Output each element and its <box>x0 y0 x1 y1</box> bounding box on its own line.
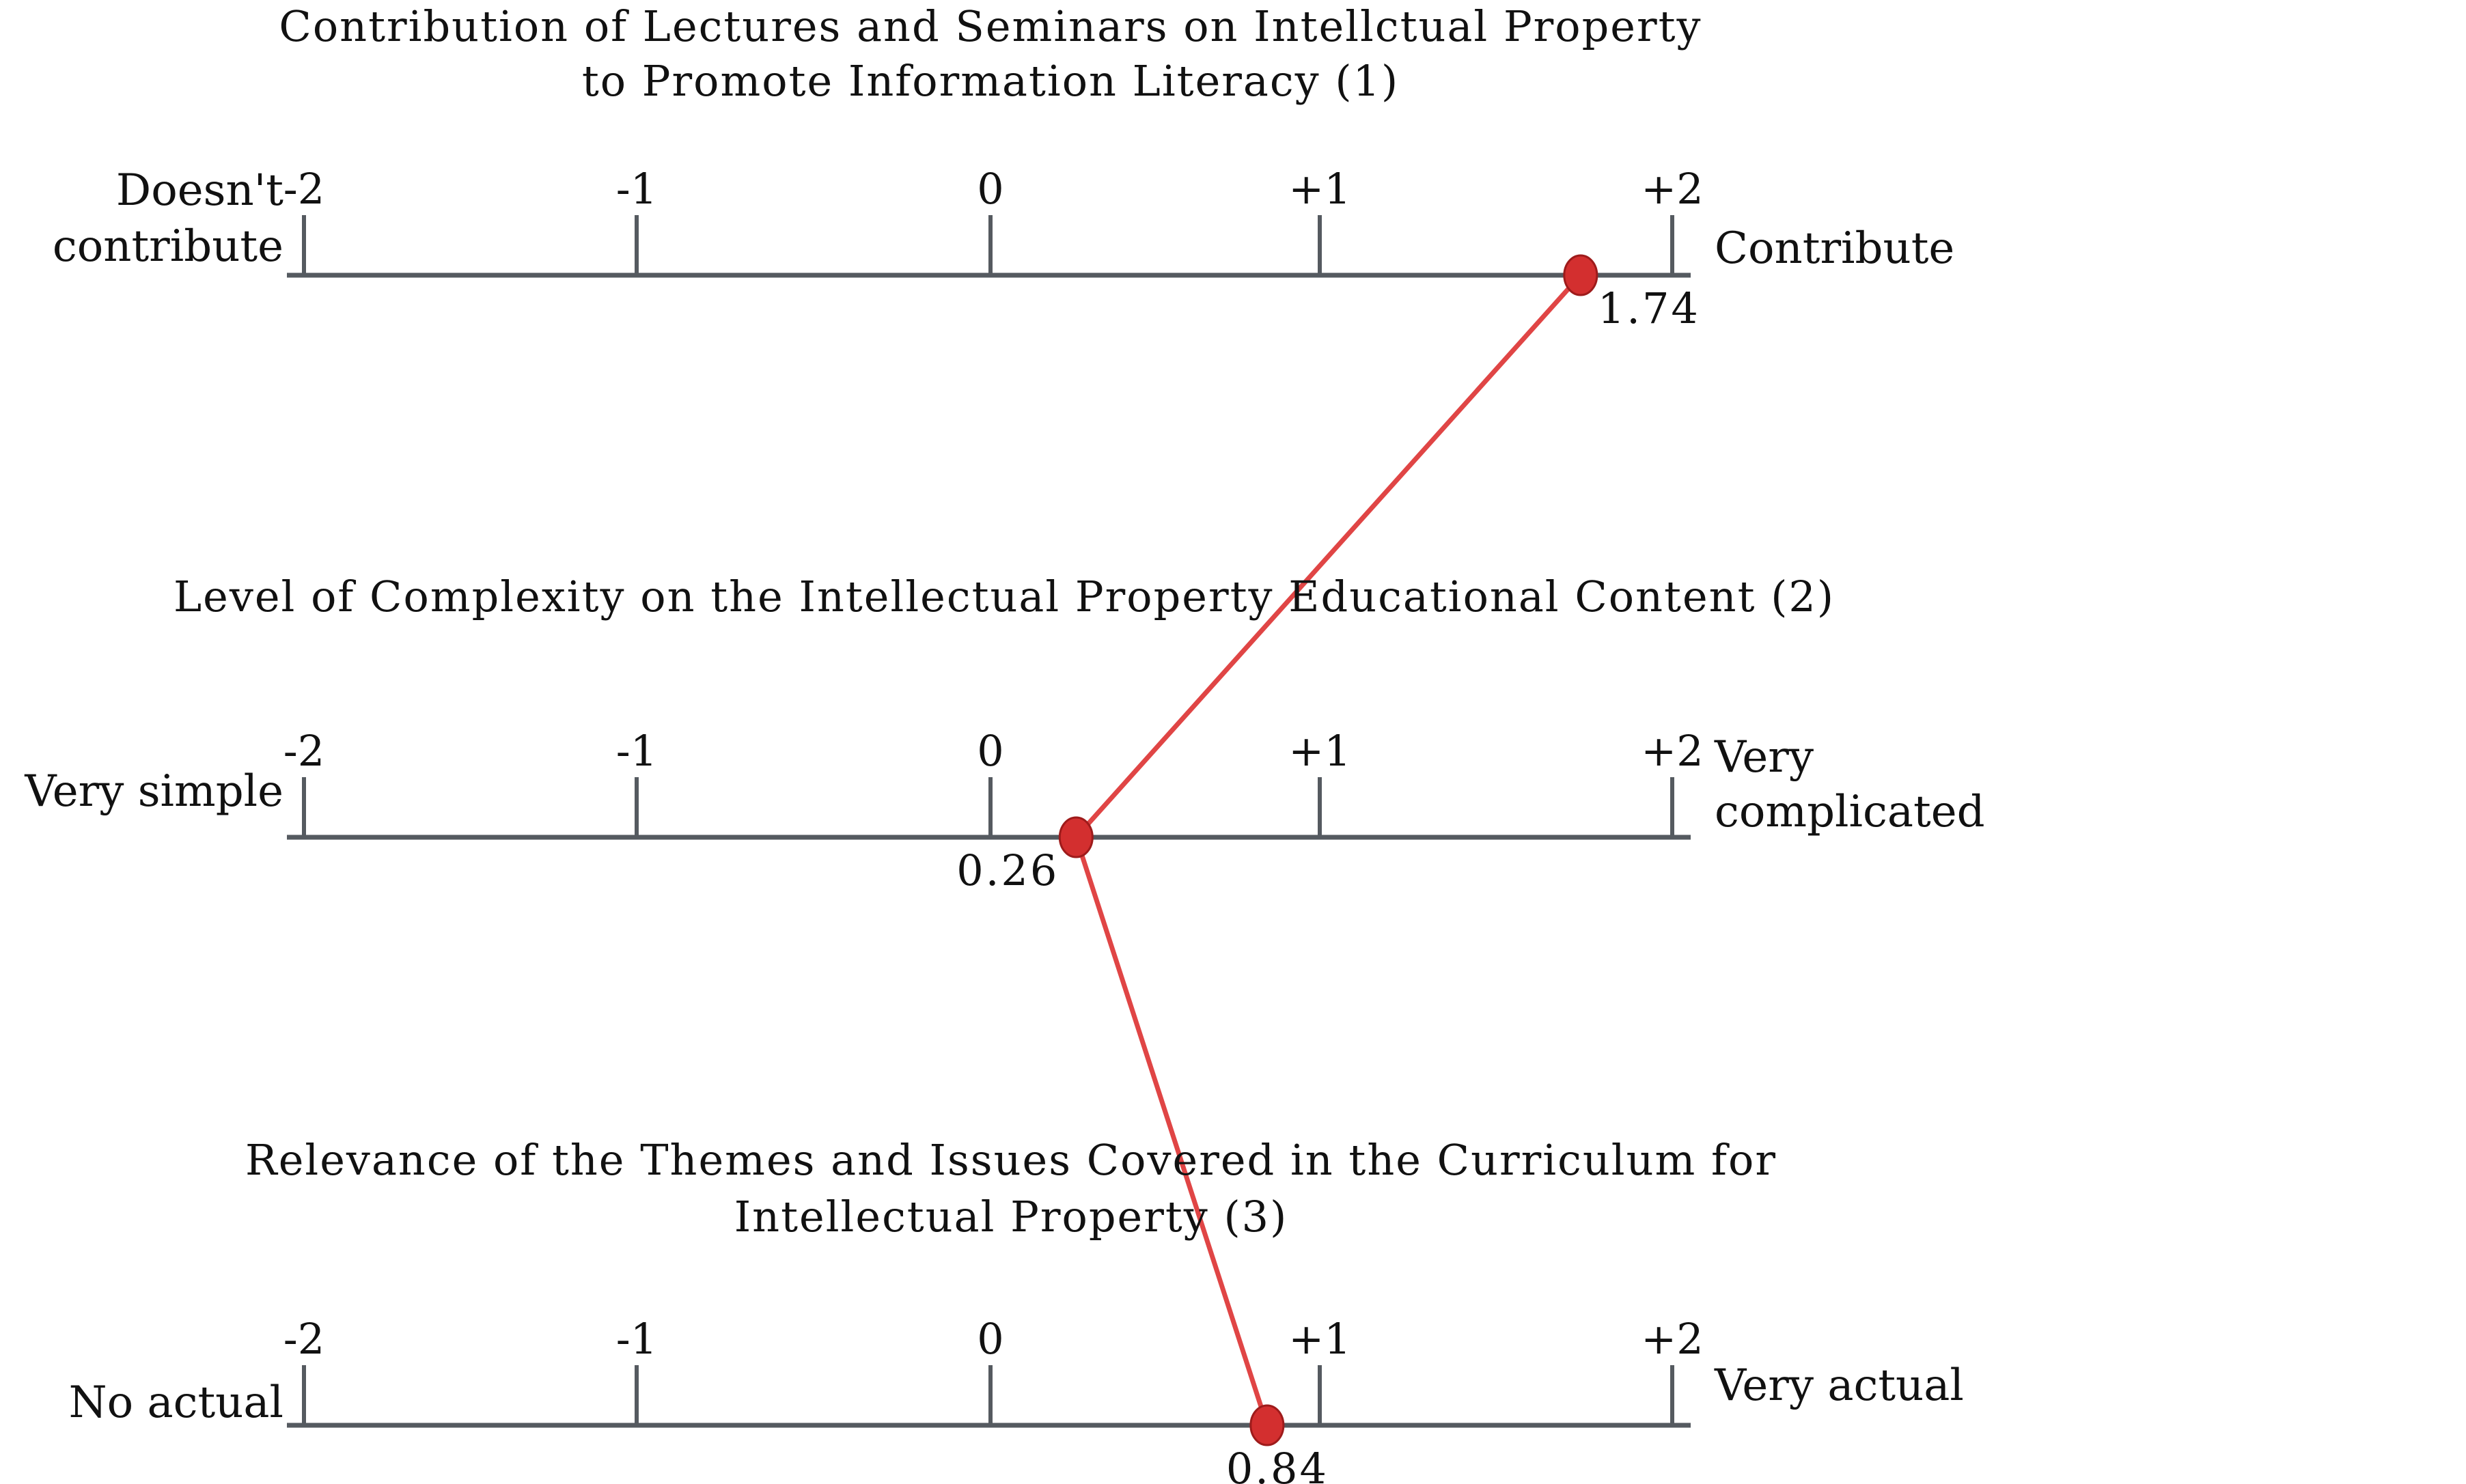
scale-2-tick-label-4: +1 <box>1288 726 1350 776</box>
scale-2-tick-label-1: -2 <box>283 726 324 776</box>
scale-3-tick-label-5: +2 <box>1641 1314 1703 1364</box>
profile-connectors <box>1073 273 1583 1427</box>
scale-1-title-line-2: to Promote Information Literacy (1) <box>582 56 1399 106</box>
scale-2-tick-label-2: -1 <box>616 726 657 776</box>
scale-2-tick-label-3: 0 <box>977 726 1003 776</box>
scale-1-tick-label-5: +2 <box>1641 164 1703 214</box>
scale-1-right-label-line-1: Contribute <box>1715 223 1954 274</box>
scales-group: Contribution of Lectures and Seminars on… <box>24 1 1984 1484</box>
scale-1-title-line-1: Contribution of Lectures and Seminars on… <box>279 1 1702 51</box>
scale-2-value-label: 0.26 <box>956 845 1059 895</box>
scale-2-title-line-1: Level of Complexity on the Intellectual … <box>174 572 1835 621</box>
scale-1-value-label: 1.74 <box>1598 283 1700 333</box>
scale-3-left-label-line-1: No actual <box>69 1377 283 1428</box>
scale-3-value-label: 0.84 <box>1226 1444 1329 1484</box>
scale-2-tick-label-5: +2 <box>1641 726 1703 776</box>
scale-3-marker <box>1249 1404 1285 1446</box>
connector-2-3 <box>1073 836 1270 1427</box>
scale-3-tick-label-2: -1 <box>616 1314 657 1364</box>
scale-3-title-line-2: Intellectual Property (3) <box>734 1192 1288 1242</box>
scale-1-tick-label-4: +1 <box>1288 164 1350 214</box>
scale-1-tick-label-1: -2 <box>283 164 324 214</box>
scale-3-tick-label-4: +1 <box>1288 1314 1350 1364</box>
scale-3-tick-label-3: 0 <box>977 1314 1003 1364</box>
scale-2-right-label-line-2: complicated <box>1715 787 1985 837</box>
scale-2-marker <box>1058 816 1094 858</box>
scale-2: Level of Complexity on the Intellectual … <box>24 572 1984 895</box>
scale-3: Relevance of the Themes and Issues Cover… <box>69 1135 1964 1484</box>
scale-1-tick-label-2: -1 <box>616 164 657 214</box>
scale-1-tick-label-3: 0 <box>977 164 1003 214</box>
scale-1-marker <box>1563 254 1598 296</box>
scale-1-left-label-line-1: Doesn't <box>116 165 283 216</box>
scale-3-title-line-1: Relevance of the Themes and Issues Cover… <box>245 1135 1777 1185</box>
scale-1-left-label-line-2: contribute <box>53 221 283 272</box>
scale-3-tick-label-1: -2 <box>283 1314 324 1364</box>
connector-1-2 <box>1074 273 1583 839</box>
scale-2-left-label-line-1: Very simple <box>24 766 283 817</box>
profile-markers <box>1058 254 1598 1446</box>
scale-1: Contribution of Lectures and Seminars on… <box>53 1 1954 333</box>
scale-3-right-label-line-1: Very actual <box>1714 1360 1964 1411</box>
scale-2-right-label-line-1: Very <box>1714 732 1814 783</box>
